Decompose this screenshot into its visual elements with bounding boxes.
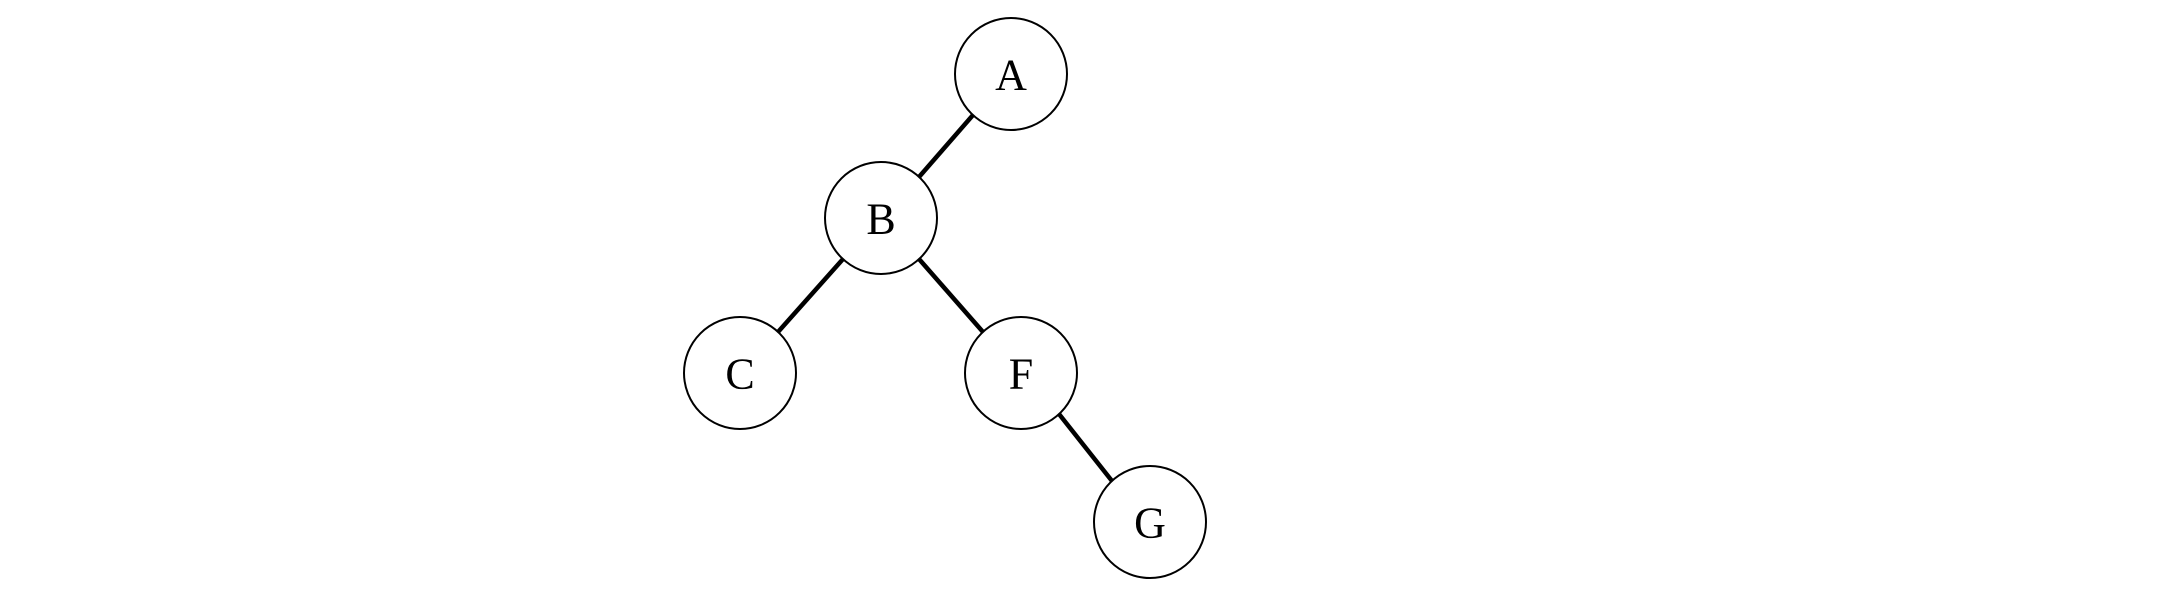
graph-node-circle-g[interactable] [1093,465,1207,579]
nodes-layer: A B C F G [683,17,1207,579]
graph-node-circle-f[interactable] [964,316,1078,430]
graph-node-circle-c[interactable] [683,316,797,430]
graph-node-circle-a[interactable] [954,17,1068,131]
graph-node-label-c: C [725,350,754,399]
graph-edge-b-c [776,257,845,334]
edges-layer [776,113,1114,483]
graph-node-label-f: F [1009,350,1033,399]
graph-node-f[interactable]: F [964,316,1078,430]
graph-node-circle-b[interactable] [824,161,938,275]
graph-edge-b-f [917,257,985,334]
graph-edge-a-b [917,113,975,179]
graph-node-g[interactable]: G [1093,465,1207,579]
graph-node-b[interactable]: B [824,161,938,275]
graph-node-label-g: G [1134,499,1166,548]
graph-edge-f-g [1057,412,1114,483]
graph-node-c[interactable]: C [683,316,797,430]
graph-node-label-b: B [866,195,895,244]
graph-node-a[interactable]: A [954,17,1068,131]
graph-node-label-a: A [995,51,1027,100]
